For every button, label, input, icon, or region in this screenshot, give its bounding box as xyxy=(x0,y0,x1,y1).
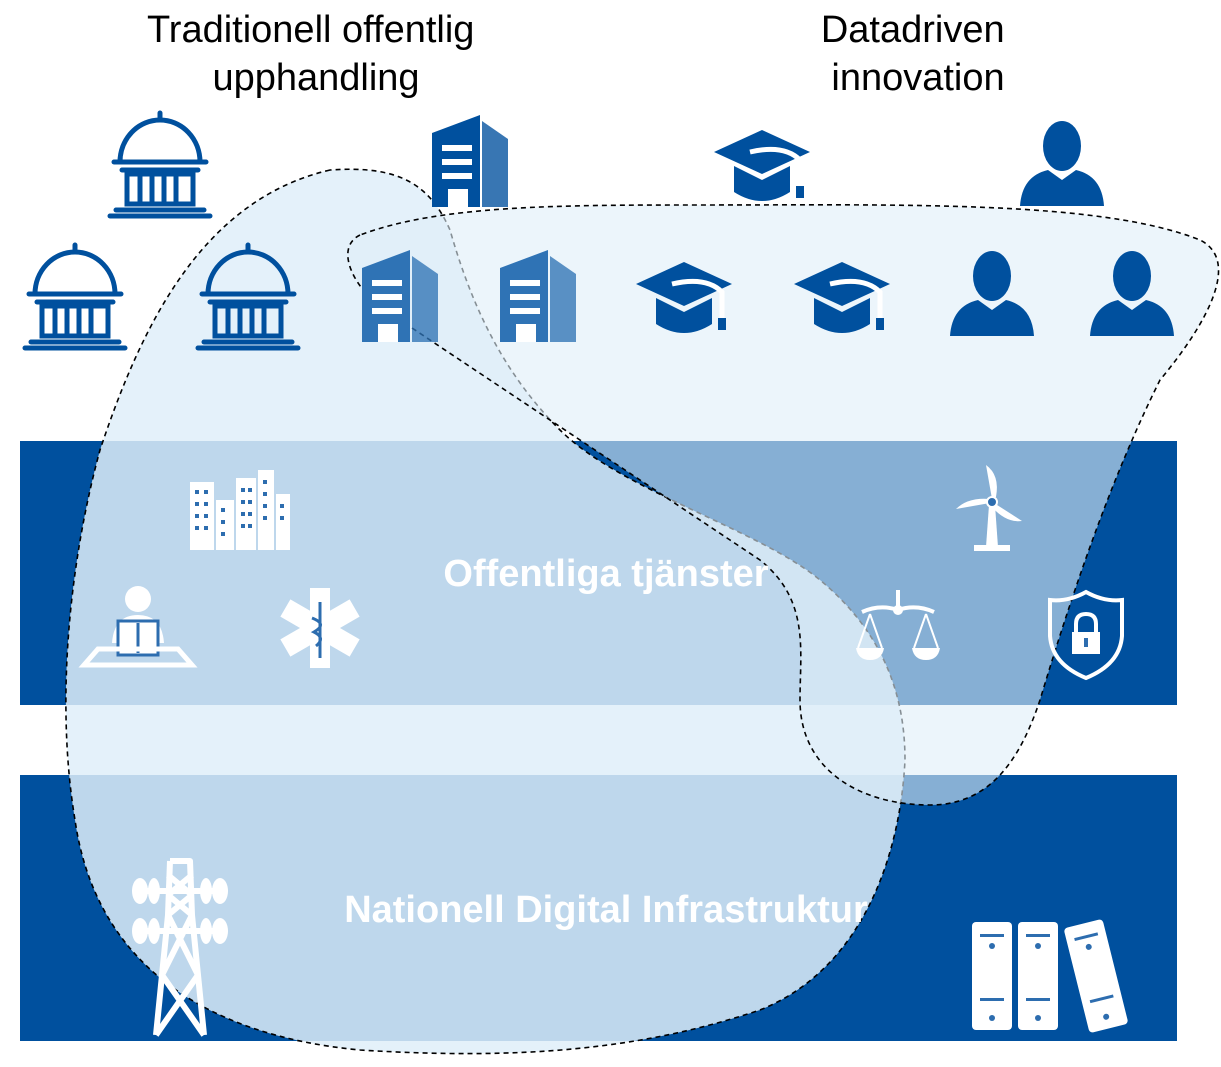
infrastructure-band-label: Nationell Digital Infrastruktur xyxy=(344,889,868,931)
server-rack-icon xyxy=(972,918,1129,1034)
datadriven-heading-line-1: Datadriven xyxy=(821,9,1005,51)
graduation-cap-icon xyxy=(714,130,810,201)
government-building-icon xyxy=(110,113,210,216)
data-driven-innovation-heading: Datadriven innovation xyxy=(821,9,1015,99)
government-building-icon xyxy=(25,245,125,348)
traditional-procurement-heading: Traditionell offentlig upphandling xyxy=(147,9,485,99)
traditional-heading-line-1: Traditionell offentlig xyxy=(147,9,474,51)
services-band-label: Offentliga tjänster xyxy=(443,553,768,595)
person-icon xyxy=(1020,121,1104,206)
datadriven-heading-line-2: innovation xyxy=(831,57,1004,99)
traditional-heading-line-2: upphandling xyxy=(212,57,419,99)
data-driven-innovation-region xyxy=(347,204,1220,806)
office-building-icon xyxy=(432,115,508,207)
